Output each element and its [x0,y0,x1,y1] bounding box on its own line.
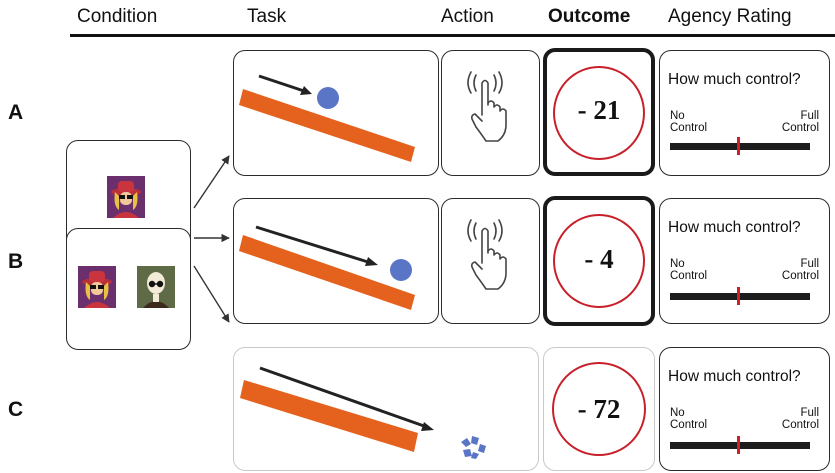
outcome-panel-a: - 21 [543,48,655,176]
task-panel-a [233,50,439,176]
outcome-ring [552,362,646,456]
outcome-value-b: - 4 [584,244,614,274]
header-action: Action [441,6,494,27]
header-agency-rating: Agency Rating [668,6,792,27]
plank [239,89,415,162]
tap-hand-icon [467,219,507,290]
plank [239,235,415,310]
action-panel-b [441,198,540,324]
ball [390,259,412,281]
header-task: Task [247,6,287,27]
control-question: How much control? [668,71,801,88]
outcome-panel-b: - 4 [543,196,655,326]
row-label-a: A [8,101,24,124]
ball [317,87,339,109]
plank [240,380,418,452]
task-panel-b [233,198,439,324]
header-outcome: Outcome [548,6,631,27]
condition-card-joint [66,228,191,350]
action-panel-a [441,50,540,176]
rating-slider-marker[interactable] [737,137,741,155]
header-condition: Condition [77,6,158,27]
arrow-to-row-a [193,155,230,209]
outcome-panel-c: - 72 [543,347,655,471]
task-panel-c [233,347,539,471]
control-question: How much control? [668,368,801,385]
arrow-to-row-c [193,265,230,323]
rating-slider-marker[interactable] [737,436,741,454]
header-rule [70,34,835,37]
control-question: How much control? [668,219,801,236]
avatar-agent-icon [107,176,145,218]
avatar-other-icon [137,266,175,308]
rating-slider-marker[interactable] [737,287,741,305]
outcome-value-c: - 72 [577,394,621,424]
outcome-ring [553,66,645,160]
avatar-agent-icon [78,266,116,308]
shattered-ball-icon [461,436,486,459]
row-label-b: B [8,250,24,273]
row-label-c: C [8,398,24,421]
outcome-value-a: - 21 [577,95,621,125]
tap-hand-icon [467,71,507,142]
outcome-ring [553,214,645,308]
